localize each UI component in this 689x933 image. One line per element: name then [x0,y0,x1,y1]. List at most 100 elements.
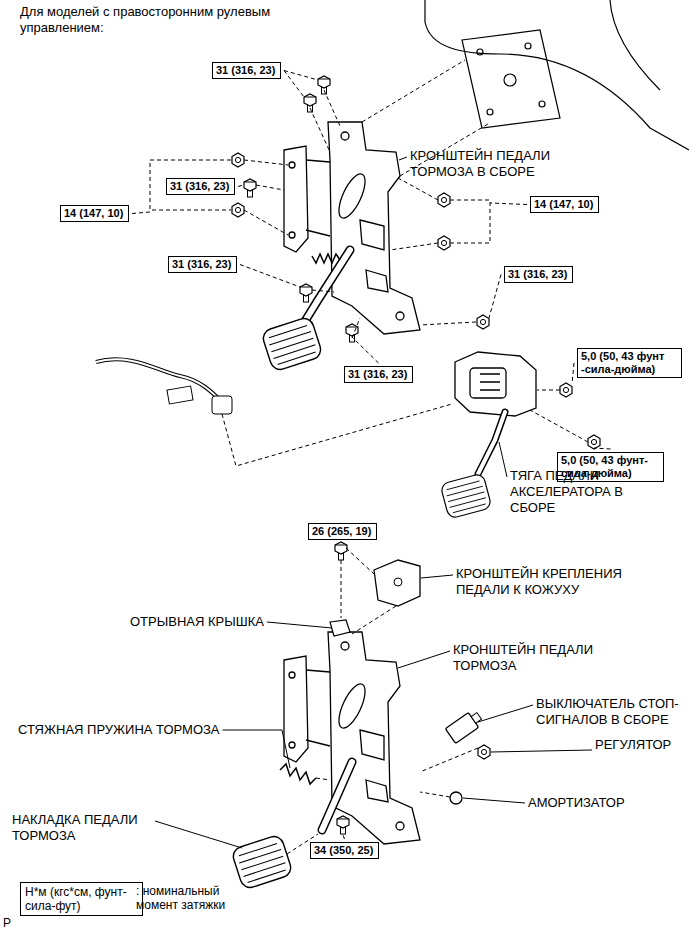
part-name: КРОНШТЕЙН КРЕПЛЕНИЯ ПЕДАЛИ К КОЖУХУ [456,566,676,598]
legend-text: Н*м (кгс*см, фунт-сила-фут) [25,885,137,913]
accelerator-pedal [480,374,500,390]
leader-line [399,157,407,160]
dashed-leaders [530,390,588,442]
fasteners [244,179,256,197]
brake-pedal-assembly-upper [261,316,323,372]
fasteners [588,435,600,449]
torque-leader [132,212,150,214]
leader-line [491,750,592,752]
torque-leader [352,337,379,363]
leader-line [398,651,450,668]
wire-harness [212,396,232,414]
part-name: КРОНШТЕЙН ПЕДАЛИ ТОРМОЗА В СБОРЕ [410,148,570,180]
brake-pedal-assembly-lower [231,560,490,890]
part-name: НАКЛАДКА ПЕДАЛИ ТОРМОЗА [12,812,152,844]
torque-value: 31 (316, 23) [172,258,231,271]
fasteners [232,153,244,167]
torque-box: 31 (316, 23) [166,178,235,195]
dashed-leaders [341,548,396,634]
torque-leader [572,363,574,384]
wire-harness [96,359,222,402]
torque-box: 26 (265, 19) [308,523,377,540]
torque-leader [341,542,343,543]
brake-pedal-assembly-lower [394,578,402,586]
firewall-panel [462,30,560,128]
fasteners [318,76,330,94]
brake-pedal-assembly-lower [445,709,484,744]
brake-pedal-assembly-upper [261,122,420,372]
fasteners [438,193,450,207]
brake-pedal-assembly-lower [322,762,352,830]
torque-value: 31 (316, 23) [170,180,229,193]
brake-pedal-assembly-lower [374,560,420,606]
wire-harness [96,359,222,402]
accelerator-pedal [478,412,505,474]
torque-box: 31 (316, 23) [344,366,413,383]
legend-note: : номинальный момент затяжки [136,884,251,912]
firewall-panel [477,49,483,55]
firewall-panel [610,0,660,90]
fasteners [337,816,349,834]
accelerator-pedal [478,412,505,474]
fasteners [304,94,316,112]
firewall-panel [487,109,493,115]
torque-box: 31 (316, 23) [168,256,237,273]
torque-value: 31 (316, 23) [348,368,407,381]
figure-mark: P [3,916,11,930]
dashed-leaders [312,290,476,338]
torque-box: 5,0 (50, 43 фунт -сила-дюйма) [577,348,682,378]
accelerator-pedal [470,368,506,398]
torque-value: 31 (316, 23) [508,268,567,281]
brake-pedal-assembly-lower [330,620,350,636]
brake-pedal-assembly-lower [478,745,490,759]
dashed-leaders [390,178,438,250]
torque-leader [238,185,243,187]
legend-box: Н*м (кгс*см, фунт-сила-фут) [20,882,143,916]
leader-line [155,821,242,848]
accelerator-pedal [455,352,536,416]
firewall-panel [539,101,545,107]
wire-harness [167,386,193,404]
fasteners [438,236,450,250]
firewall-panel [425,0,689,150]
part-name: ВЫКЛЮЧАТЕЛЬ СТОП-СИГНАЛОВ В СБОРЕ [536,696,684,728]
leader-line [478,705,533,722]
part-name: ТЯГА ПЕДАЛИ АКСЕЛЕРАТОРА В СБОРЕ [510,468,650,516]
brake-pedal-assembly-upper [312,254,340,263]
leader-line [499,442,507,477]
firewall-panel [525,43,531,49]
leader-line [421,575,453,578]
torque-value: 34 (350, 25) [314,844,373,857]
dashed-leaders [287,748,478,854]
torque-leader [490,203,527,205]
leader-line [463,798,525,803]
part-name: СТЯЖНАЯ ПРУЖИНА ТОРМОЗА [18,722,220,738]
torque-value: 14 (147, 10) [534,198,593,211]
accelerator-pedal [440,473,492,519]
torque-box: 31 (316, 23) [212,62,281,79]
part-name: АМОРТИЗАТОР [528,795,625,811]
wire-harness [96,359,232,414]
torque-box: 31 (316, 23) [504,266,573,283]
firewall-panel [504,74,516,86]
part-name: РЕГУЛЯТОР [595,737,671,753]
leader-line [223,730,291,768]
torque-leader [284,71,318,81]
torque-leader [594,448,611,449]
dashed-leaders [150,160,231,210]
torque-box: 14 (147, 10) [60,205,129,222]
fasteners [477,315,489,329]
firewall-panel [425,0,689,150]
torque-leader [284,71,304,98]
dashed-leaders [244,160,288,235]
torque-leader [343,835,345,839]
torque-leader [489,275,501,319]
torque-box: 34 (350, 25) [310,842,379,859]
fasteners [335,542,347,560]
fasteners [232,203,244,217]
torque-value: 31 (316, 23) [216,64,275,77]
leader-line [267,622,332,628]
dashed-leaders [310,90,340,152]
